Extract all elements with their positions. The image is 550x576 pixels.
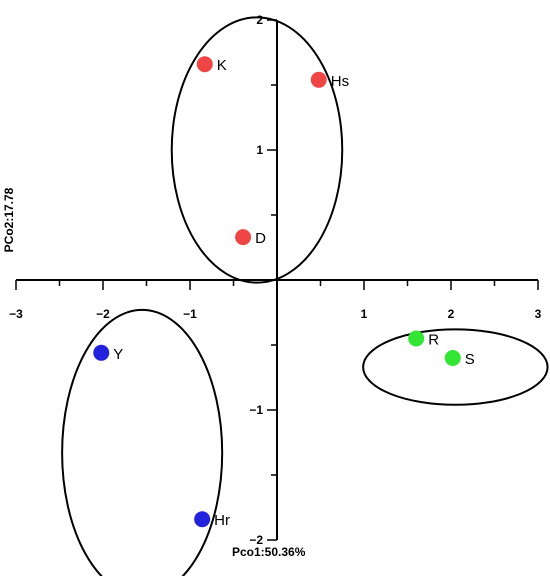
x-tick-label: −1 (183, 307, 197, 321)
data-point-s (444, 350, 461, 366)
point-label-k: K (217, 57, 227, 74)
x-axis-title: Pco1:50.36% (232, 545, 306, 559)
point-label-r: R (428, 332, 439, 349)
y-tick-label: 1 (256, 143, 263, 157)
point-label-hs: Hs (331, 73, 349, 90)
group-ellipse-r-s (362, 328, 549, 406)
data-point-hr (194, 511, 211, 528)
data-point-r (408, 330, 425, 347)
data-point-k (196, 56, 213, 73)
y-tick-label: −2 (249, 533, 263, 547)
group-ellipse-k-hs-d (170, 16, 344, 284)
point-label-hr: Hr (214, 512, 230, 529)
y-tick-label: 2 (256, 13, 263, 27)
data-point-d (235, 229, 252, 246)
data-points: K HsD R S Y Hr (93, 56, 475, 529)
group-ellipse-y-hr (61, 308, 224, 576)
x-tick-label: −3 (9, 307, 23, 321)
group-ellipses (61, 16, 549, 576)
x-tick-label: −2 (96, 307, 110, 321)
x-tick-label: 3 (535, 307, 542, 321)
axes: −3 −2 −1 1 2 3 2 1 −1 −2 (9, 13, 542, 547)
x-tick-label: 2 (448, 307, 455, 321)
x-tick-label: 1 (361, 307, 368, 321)
data-point-hs (310, 71, 327, 88)
data-point-y (93, 344, 110, 361)
y-tick-label: −1 (249, 403, 263, 417)
point-label-s: S (465, 351, 475, 368)
point-label-d: D (255, 230, 266, 247)
point-label-y: Y (113, 346, 123, 363)
y-axis-title: PCo2:17.78 (2, 187, 16, 252)
